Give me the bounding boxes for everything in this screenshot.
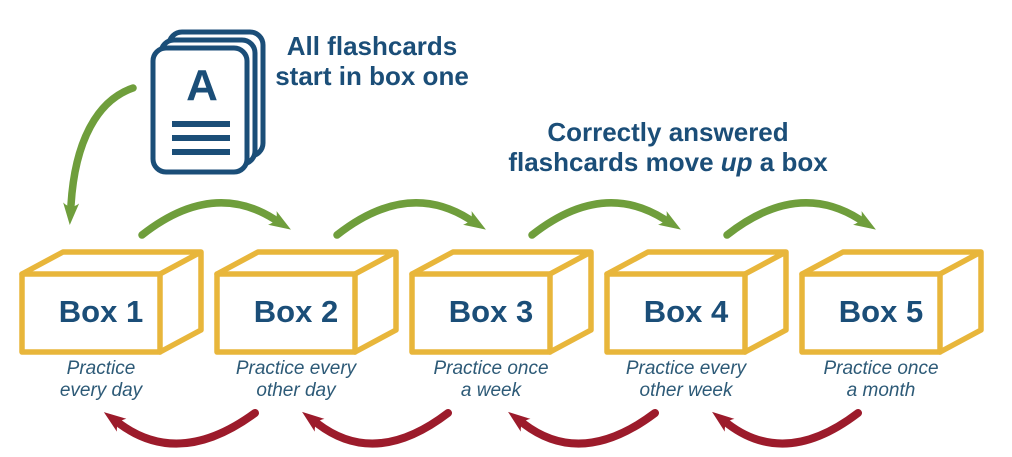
box-3-label: Box 3 — [448, 294, 534, 329]
box-5-caption: Practice once a month — [796, 358, 966, 402]
move-up-note-line2-emphasis: up — [720, 147, 753, 177]
move-up-note-line1: Correctly answered — [547, 117, 789, 147]
box-3-caption: Practice once a week — [406, 358, 576, 402]
box-3-front-face — [409, 271, 553, 355]
move-up-note-line2-post: a box — [752, 147, 828, 177]
box-2-caption: Practice every other day — [211, 358, 381, 402]
box-4-caption: Practice every other week — [601, 358, 771, 402]
advance-arrow-box2-to-box3-icon — [333, 199, 486, 239]
demote-arrow-box3-to-box2-icon — [302, 409, 452, 448]
intake-arrow-icon — [63, 84, 137, 225]
box-5-caption-line1: Practice once — [823, 358, 939, 379]
move-up-note-line2: flashcards move up a box — [488, 147, 848, 177]
box-1-front-face — [19, 271, 163, 355]
box-4-front-face — [604, 271, 748, 355]
card-text-lines-icon — [172, 121, 230, 155]
box-1-label: Box 1 — [58, 294, 144, 329]
box-3-caption-line1: Practice once — [433, 358, 549, 379]
start-note-line1: All flashcards — [286, 31, 458, 61]
box-2-shape-icon — [214, 249, 399, 355]
box-1-rim — [19, 249, 204, 355]
box-3-caption-line2: a week — [460, 380, 522, 401]
box-4-label: Box 4 — [643, 294, 729, 329]
box-2-front-face — [214, 271, 358, 355]
advance-arrow-box3-to-box4-icon — [528, 199, 681, 239]
box-4-rim — [604, 249, 789, 355]
box-4-shape-icon — [604, 249, 789, 355]
start-note: All flashcards start in box one — [212, 31, 532, 91]
box-1-shape-icon — [19, 249, 204, 355]
advance-arrow-box1-to-box2-icon — [138, 199, 291, 239]
flashcard-stack-icon — [150, 29, 266, 175]
box-4-caption-line1: Practice every — [625, 358, 747, 379]
box-3-rim — [409, 249, 594, 355]
demote-arrow-box4-to-box3-icon — [508, 409, 659, 448]
box-3-shape-icon — [409, 249, 594, 355]
move-up-note: Correctly answered flashcards move up a … — [488, 117, 848, 177]
box-5-label: Box 5 — [838, 294, 924, 329]
box-2-label: Box 2 — [253, 294, 339, 329]
box-2-caption-line2: other day — [256, 380, 336, 401]
box-5-shape-icon — [799, 249, 984, 355]
box-2-rim — [214, 249, 399, 355]
advance-arrow-box4-to-box5-icon — [723, 199, 876, 239]
box-5-front-face — [799, 271, 943, 355]
move-up-note-line2-pre: flashcards move — [508, 147, 721, 177]
box-5-caption-line2: a month — [846, 380, 916, 401]
start-note-line2: start in box one — [275, 61, 469, 91]
box-1-caption-line1: Practice — [66, 358, 136, 379]
demote-arrow-box2-to-box1-icon — [103, 409, 259, 448]
box-2-caption-line1: Practice every — [235, 358, 357, 379]
box-4-caption-line2: other week — [639, 380, 733, 401]
demote-arrow-box5-to-box4-icon — [712, 409, 862, 448]
flashcard-letter: A — [186, 61, 218, 110]
box-1-caption: Practice every day — [16, 358, 186, 402]
box-5-rim — [799, 249, 984, 355]
box-1-caption-line2: every day — [59, 380, 143, 401]
